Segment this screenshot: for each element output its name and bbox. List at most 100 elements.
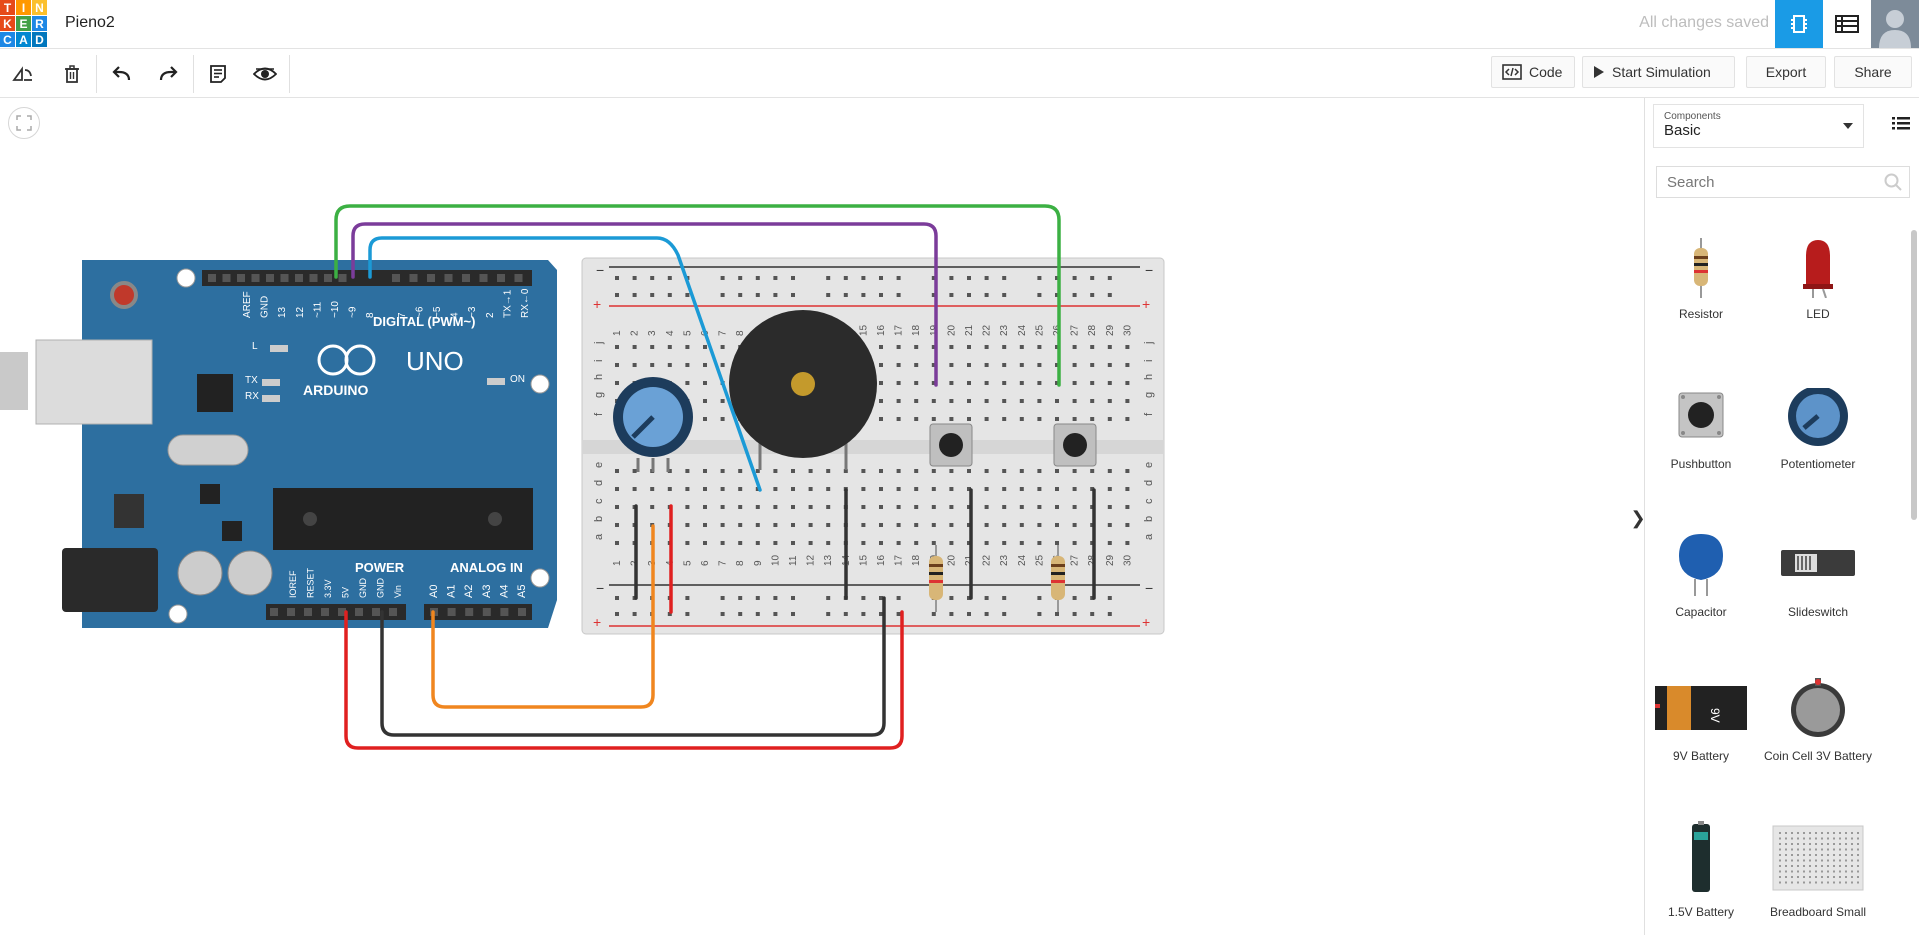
column-label: 2 [630,330,641,336]
circuit-view-icon[interactable] [1775,0,1823,48]
row-label: d [593,480,605,486]
logo-letter: A [16,32,31,47]
power-label: POWER [355,560,405,575]
panel-collapse-toggle[interactable]: ❯ [1630,496,1646,540]
column-label: 24 [1017,324,1028,336]
row-label: i [1143,360,1155,362]
column-label: 30 [1122,324,1133,336]
arduino-model: UNO [406,346,464,376]
search-input[interactable] [1656,166,1910,198]
row-label: a [593,533,605,540]
row-label: b [1143,516,1155,522]
search-icon[interactable] [1884,173,1902,196]
resistor-1[interactable] [929,545,943,612]
component-9v-battery[interactable]: 9V 9V Battery [1646,676,1756,763]
component-coin-cell-battery[interactable]: Coin Cell 3V Battery [1763,676,1873,763]
power-pin-label: Vin [393,585,403,598]
export-label: Export [1765,64,1807,80]
digital-pin-label: ~5 [432,306,443,318]
list-view-icon[interactable] [1892,116,1910,135]
code-button[interactable]: Code [1491,56,1575,88]
digital-pin-label: ~11 [312,301,323,318]
svg-text:+: + [1142,296,1150,312]
row-label: d [1143,480,1155,486]
svg-text:+: + [593,296,601,312]
row-label: j [1143,342,1155,345]
redo-icon[interactable] [152,57,186,91]
power-header [266,604,406,620]
logo-letter: C [0,32,15,47]
row-label: a [1143,533,1155,540]
svg-text:−: − [596,580,604,596]
component-pushbutton[interactable]: Pushbutton [1646,388,1756,471]
component-1-5v-battery[interactable]: 1.5V Battery [1646,820,1756,919]
component-resistor[interactable]: Resistor [1646,238,1756,321]
start-simulation-button[interactable]: Start Simulation [1582,56,1735,88]
component-led[interactable]: LED [1763,238,1873,321]
trash-icon[interactable] [55,57,89,91]
power-pin-label: 5V [341,587,351,598]
share-button[interactable]: Share [1834,56,1912,88]
rotate-icon[interactable] [6,57,40,91]
piezo-buzzer[interactable] [729,310,877,470]
column-label: 1 [612,560,623,566]
export-button[interactable]: Export [1746,56,1826,88]
wire-orange-a0[interactable] [431,524,655,709]
row-label: e [1143,462,1155,468]
reset-button[interactable] [110,281,138,309]
wire-green[interactable] [334,204,1061,387]
user-avatar-icon[interactable] [1871,0,1919,48]
components-caption: Components [1664,111,1721,122]
row-label: e [593,462,605,468]
resistor-2[interactable] [1051,545,1065,612]
component-slideswitch[interactable]: Slideswitch [1763,532,1873,619]
column-label: 12 [806,554,817,566]
component-label: Capacitor [1675,605,1727,619]
zoom-to-fit-button[interactable] [8,107,40,139]
component-breadboard-small[interactable]: Breadboard Small [1763,820,1873,919]
row-label: j [593,342,605,345]
notes-icon[interactable] [201,57,235,91]
component-label: Breadboard Small [1769,905,1867,919]
scrollbar-thumb[interactable] [1911,230,1917,520]
power-pin-label: 3.3V [323,579,333,598]
undo-icon[interactable] [104,57,138,91]
digital-pin-label: ~10 [330,301,341,318]
analog-pin-label: A0 [428,585,440,598]
digital-pin-label: 7 [397,312,408,318]
wire-red-5v[interactable] [344,610,904,750]
component-capacitor[interactable]: Capacitor [1646,532,1756,619]
visibility-icon[interactable] [248,57,282,91]
potentiometer-icon [1788,386,1848,446]
potentiometer[interactable] [613,377,693,472]
column-label: 29 [1105,324,1116,336]
panel-scrollbar[interactable] [1910,216,1918,931]
logo-letter: R [32,16,47,31]
project-name[interactable]: Pieno2 [65,14,115,31]
svg-text:−: − [596,262,604,278]
row-label: c [1143,498,1155,504]
column-label: 13 [823,554,834,566]
digital-pin-label: 4 [450,312,461,318]
analog-pin-label: A1 [446,585,458,598]
wire-purple[interactable] [351,222,938,387]
power-pin-label: RESET [306,567,316,598]
logo-letter: T [0,0,15,15]
svg-text:−: − [1145,580,1153,596]
pushbutton-2[interactable] [1053,423,1097,467]
digital-pin-label: 13 [277,306,288,318]
column-label: 17 [894,554,905,566]
components-category-select[interactable]: Components Basic [1653,104,1864,148]
tinkercad-logo[interactable]: T I N K E R C A D [0,0,47,47]
component-label: Potentiometer [1780,457,1856,471]
column-label: 27 [1070,324,1081,336]
wire-black-arduino-gnd[interactable] [380,596,886,737]
digital-pin-label: 12 [295,306,306,318]
column-label: 20 [946,554,957,566]
schematic-list-icon[interactable] [1823,0,1871,48]
analog-pin-label: A5 [516,585,528,598]
pushbutton-1[interactable] [929,423,973,467]
column-label: 9 [753,560,764,566]
component-potentiometer[interactable]: Potentiometer [1763,386,1873,471]
wire-blue[interactable] [368,236,762,492]
